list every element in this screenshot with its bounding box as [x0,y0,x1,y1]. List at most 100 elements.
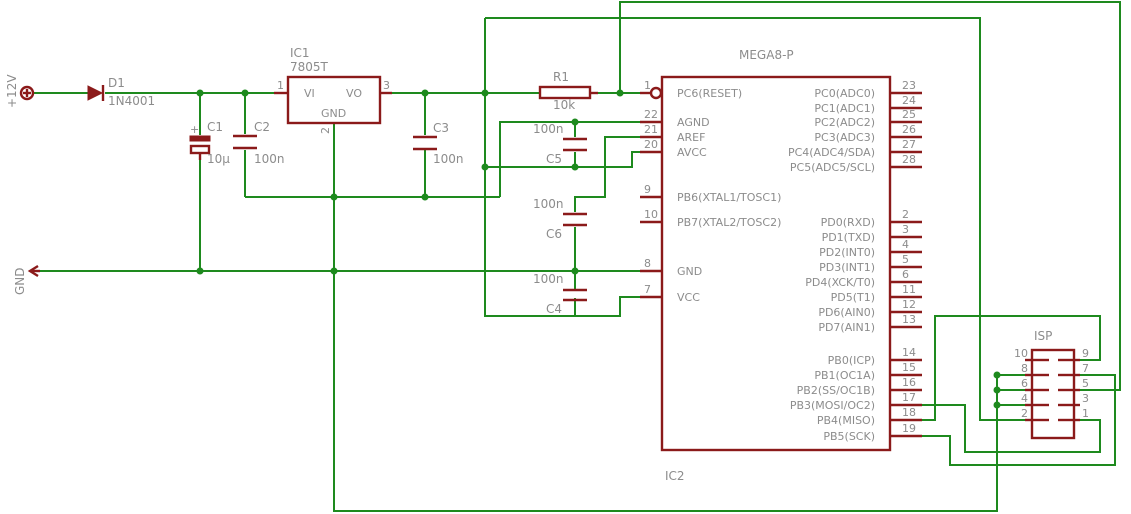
mcu-pin-label: PB4(MISO) [817,414,875,427]
mcu-left-pins: 1PC6(RESET)22AGND21AREF20AVCC9PB6(XTAL1/… [640,79,781,304]
c1-name: C1 [207,120,223,134]
mcu-pin-num: 26 [902,123,916,136]
cap-c6: 100n C6 [533,197,587,241]
mcu-pin-label: PD1(TXD) [822,231,875,244]
mcu-pin-num: 17 [902,391,916,404]
ground-connector: GND [13,264,40,295]
mcu-pin-label: PC2(ADC2) [814,116,875,129]
isp-name: ISP [1034,329,1052,343]
isp-pin-num: 1 [1082,407,1089,420]
mcu-pin-label: AGND [677,116,710,129]
mcu-pin-num: 4 [902,238,909,251]
ic1-pin-vo: VO [346,87,362,100]
isp-pin-num: 2 [1021,407,1028,420]
c3-value: 100n [433,152,464,166]
mcu-pin-label: GND [677,265,702,278]
mcu-pin-label: PD5(T1) [831,291,875,304]
c1-value: 10µ [207,152,230,166]
mcu-pin-num: 23 [902,79,916,92]
mcu-pin-label: PB1(OC1A) [814,369,875,382]
mcu-pin-label: PB2(SS/OC1B) [797,384,875,397]
mcu-pin-num: 27 [902,138,916,151]
cap-c5: 100n C5 [533,122,587,166]
cap-c1: + C1 10µ [189,120,230,166]
r1-name: R1 [553,70,569,84]
cap-c3: C3 100n [413,121,464,166]
c4-value: 100n [533,272,564,286]
isp-pin-num: 10 [1014,347,1028,360]
ic1-name: IC1 [290,46,310,60]
mcu-pin-num: 14 [902,346,916,359]
mcu-pin-label: PB6(XTAL1/TOSC1) [677,191,781,204]
junctions [196,89,1001,409]
wires [33,1,1121,512]
ic1-num-out: 3 [383,79,390,92]
mcu-pin-label: PC6(RESET) [677,87,742,100]
c6-value: 100n [533,197,564,211]
mcu-pin-num: 22 [644,108,658,121]
cap-c4: 100n C4 [533,272,587,316]
ic1-pin-vi: VI [304,87,315,100]
mcu-pin-label: PC5(ADC5/SCL) [790,161,875,174]
mcu-pin-num: 8 [644,257,651,270]
mcu-pin-num: 11 [902,283,916,296]
isp-pin-num: 5 [1082,377,1089,390]
mcu-pin-num: 2 [902,208,909,221]
ic1-num-in: 1 [277,79,284,92]
mcu-pin-label: PC3(ADC3) [814,131,875,144]
mcu-pin-label: VCC [677,291,700,304]
mcu-ic2: MEGA8-P IC2 1PC6(RESET)22AGND21AREF20AVC… [640,48,922,483]
mcu-pin-num: 25 [902,108,916,121]
isp-pin-num: 8 [1021,362,1028,375]
svg-text:+: + [190,123,199,136]
mcu-pin-label: PD2(INT0) [819,246,875,259]
mcu-pin-label: PC0(ADC0) [814,87,875,100]
c5-name: C5 [546,152,562,166]
supply-connector: +12V [5,74,35,108]
diode-d1: D1 1N4001 [87,76,155,108]
mcu-part: MEGA8-P [739,48,794,62]
mcu-pin-num: 3 [902,223,909,236]
mcu-pin-num: 13 [902,313,916,326]
mcu-right-pins: 23PC0(ADC0)24PC1(ADC1)25PC2(ADC2)26PC3(A… [788,79,922,443]
mcu-pin-num: 21 [644,123,658,136]
isp-pin-num: 7 [1082,362,1089,375]
mcu-pin-label: PC4(ADC4/SDA) [788,146,875,159]
d1-name: D1 [108,76,125,90]
mcu-pin-num: 18 [902,406,916,419]
mcu-pin-num: 5 [902,253,909,266]
mcu-pin-num: 6 [902,268,909,281]
c4-name: C4 [546,302,562,316]
mcu-pin-num: 12 [902,298,916,311]
mcu-pin-label: PB0(ICP) [828,354,875,367]
c3-name: C3 [433,121,449,135]
mcu-pin-num: 15 [902,361,916,374]
mcu-pin-label: PC1(ADC1) [814,102,875,115]
mcu-pin-label: PD7(AIN1) [818,321,875,334]
regulator-ic1: IC1 7805T VI VO GND 1 3 2 [274,46,392,134]
c6-name: C6 [546,227,562,241]
mcu-pin-label: PD0(RXD) [821,216,875,229]
mcu-name: IC2 [665,469,685,483]
mcu-pin-num: 20 [644,138,658,151]
c2-name: C2 [254,120,270,134]
mcu-pin-num: 16 [902,376,916,389]
c5-value: 100n [533,122,564,136]
isp-pin-num: 9 [1082,347,1089,360]
c2-value: 100n [254,152,285,166]
ic1-num-gnd: 2 [319,127,332,134]
resistor-r1: R1 10k [538,70,598,112]
isp-pin-num: 6 [1021,377,1028,390]
cap-c2: C2 100n [233,120,285,166]
ground-label: GND [13,267,27,295]
mcu-pin-label: PB3(MOSI/OC2) [790,399,875,412]
mcu-pin-num: 7 [644,283,651,296]
mcu-pin-label: PD3(INT1) [819,261,875,274]
mcu-pin-label: PB7(XTAL2/TOSC2) [677,216,781,229]
ic1-pin-gnd: GND [321,107,346,120]
isp-pin-num: 4 [1021,392,1028,405]
mcu-pin-num: 24 [902,94,916,107]
mcu-pin-label: PB5(SCK) [823,430,875,443]
